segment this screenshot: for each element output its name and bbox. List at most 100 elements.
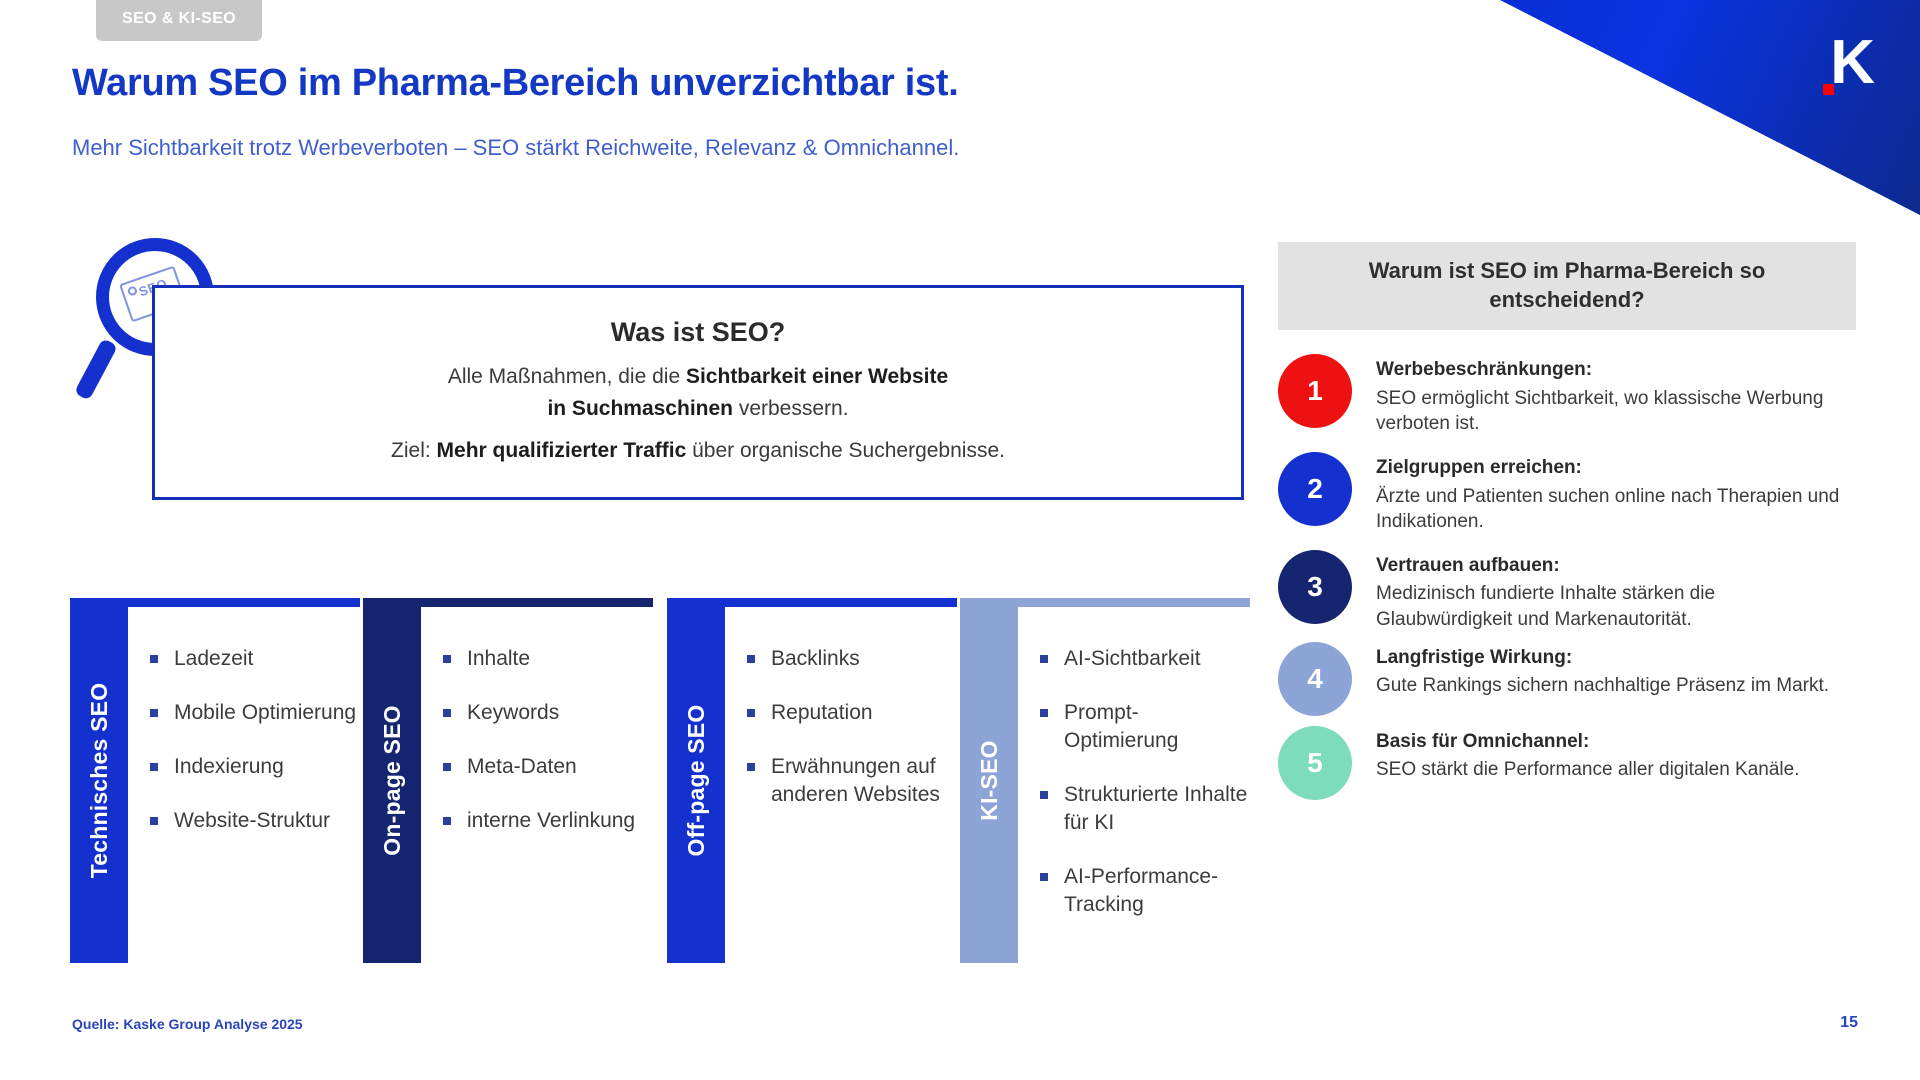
list-item: AI-Sichtbarkeit bbox=[1040, 645, 1250, 673]
list-item: Reputation bbox=[747, 699, 957, 727]
list-item-label: Ladezeit bbox=[174, 647, 254, 670]
list-item: Indexierung bbox=[150, 753, 360, 781]
definition-title: Was ist SEO? bbox=[610, 317, 786, 347]
reason-heading: Basis für Omnichannel: bbox=[1376, 730, 1590, 752]
bullet-square-icon bbox=[443, 708, 451, 717]
list-item: interne Verlinkung bbox=[443, 807, 653, 835]
pillar-column-off-page-seo[interactable]: Off-page SEO Backlinks Reputation Erwähn… bbox=[667, 598, 957, 963]
pillar-topbar bbox=[363, 598, 653, 607]
bullet-square-icon bbox=[150, 816, 158, 825]
reason-number-badge: 4 bbox=[1278, 641, 1352, 716]
reason-heading: Werbebeschränkungen: bbox=[1376, 359, 1593, 381]
pillar-label: Technisches SEO bbox=[85, 682, 112, 879]
bullet-square-icon bbox=[747, 655, 755, 663]
definition-line-3: Ziel: Mehr qualifizierter Traffic über o… bbox=[155, 436, 1241, 466]
list-item-label: AI-Sichtbarkeit bbox=[1064, 647, 1201, 670]
reason-text: Langfristige Wirkung: Gute Rankings sich… bbox=[1376, 642, 1829, 699]
list-item: Backlinks bbox=[747, 645, 957, 673]
list-item: Prompt-Optimierung bbox=[1040, 699, 1250, 755]
why-seo-panel: Warum ist SEO im Pharma-Bereich so entsc… bbox=[1278, 242, 1856, 814]
bullet-square-icon bbox=[150, 762, 158, 771]
reason-text: Vertrauen aufbauen: Medizinisch fundiert… bbox=[1376, 550, 1856, 632]
pillar-items: Ladezeit Mobile Optimierung Indexierung … bbox=[128, 607, 360, 861]
reason-heading: Langfristige Wirkung: bbox=[1376, 646, 1573, 668]
reason-item-2: 2 Zielgruppen erreichen: Ärzte und Patie… bbox=[1278, 451, 1856, 534]
reason-heading: Zielgruppen erreichen: bbox=[1376, 456, 1582, 478]
page-title-period: . bbox=[948, 62, 959, 104]
bullet-square-icon bbox=[1040, 872, 1048, 881]
pillar-spine: Technisches SEO bbox=[70, 598, 128, 963]
definition-line-3-bold: Mehr qualifizierter Traffic bbox=[436, 438, 687, 462]
reason-text: Zielgruppen erreichen: Ärzte und Patient… bbox=[1376, 452, 1856, 534]
reason-description: Gute Rankings sichern nachhaltige Präsen… bbox=[1376, 675, 1830, 697]
page-title-text: Warum SEO im Pharma-Bereich unverzichtba… bbox=[72, 62, 949, 104]
list-item: Mobile Optimierung bbox=[150, 699, 360, 727]
reason-item-4: 4 Langfristige Wirkung: Gute Rankings si… bbox=[1278, 641, 1856, 716]
reason-item-3: 3 Vertrauen aufbauen: Medizinisch fundie… bbox=[1278, 549, 1856, 632]
why-seo-reason-list: 1 Werbebeschränkungen: SEO ermöglicht Si… bbox=[1278, 354, 1856, 800]
reason-description: Medizinisch fundierte Inhalte stärken di… bbox=[1376, 583, 1716, 630]
pillar-spine: On-page SEO bbox=[363, 598, 421, 963]
definition-line-3-post: über organische Suchergebnisse. bbox=[686, 438, 1005, 462]
pillar-label: Off-page SEO bbox=[682, 704, 709, 857]
list-item: Keywords bbox=[443, 699, 653, 727]
pillar-column-ki-seo[interactable]: KI-SEO AI-Sichtbarkeit Prompt-Optimierun… bbox=[960, 598, 1250, 963]
page-subtitle: Mehr Sichtbarkeit trotz Werbeverboten – … bbox=[72, 135, 960, 160]
bullet-square-icon bbox=[1040, 655, 1048, 663]
list-item-label: Mobile Optimierung bbox=[174, 700, 357, 724]
pillar-spine: KI-SEO bbox=[960, 598, 1018, 963]
list-item-label: Strukturierte Inhalte für KI bbox=[1064, 782, 1248, 834]
list-item-label: Erwähnungen auf anderen Websites bbox=[771, 754, 940, 806]
reason-item-5: 5 Basis für Omnichannel: SEO stärkt die … bbox=[1278, 725, 1856, 800]
list-item: Strukturierte Inhalte für KI bbox=[1040, 781, 1250, 837]
definition-line-2-post: verbessern. bbox=[732, 396, 849, 420]
bullet-square-icon bbox=[150, 655, 158, 663]
bullet-square-icon bbox=[1040, 708, 1048, 717]
pillar-topbar bbox=[960, 598, 1250, 607]
pillar-column-technisches-seo[interactable]: Technisches SEO Ladezeit Mobile Optimier… bbox=[70, 598, 360, 963]
reason-number-badge: 2 bbox=[1278, 451, 1352, 526]
list-item-label: Reputation bbox=[771, 700, 873, 724]
reason-heading: Vertrauen aufbauen: bbox=[1376, 554, 1560, 576]
list-item-label: Prompt-Optimierung bbox=[1064, 700, 1179, 752]
pillar-label: KI-SEO bbox=[975, 740, 1002, 821]
definition-line-2-bold: in Suchmaschinen bbox=[547, 396, 733, 420]
brand-corner: K bbox=[1500, 0, 1920, 215]
list-item-label: Website-Struktur bbox=[174, 808, 330, 832]
list-item-label: Meta-Daten bbox=[467, 754, 577, 778]
why-seo-panel-header: Warum ist SEO im Pharma-Bereich so entsc… bbox=[1278, 242, 1856, 331]
bullet-square-icon bbox=[747, 708, 755, 717]
list-item-label: AI-Performance-Tracking bbox=[1064, 864, 1219, 916]
pillar-label: On-page SEO bbox=[378, 705, 405, 856]
reason-number-badge: 3 bbox=[1278, 549, 1352, 624]
reason-item-1: 1 Werbebeschränkungen: SEO ermöglicht Si… bbox=[1278, 354, 1856, 436]
pillar-topbar bbox=[70, 598, 360, 607]
pillar-spine: Off-page SEO bbox=[667, 598, 725, 963]
reason-number-badge: 1 bbox=[1278, 354, 1352, 429]
reason-description: Ärzte und Patienten suchen online nach T… bbox=[1376, 485, 1840, 532]
reason-text: Basis für Omnichannel: SEO stärkt die Pe… bbox=[1376, 726, 1800, 783]
pillar-items: AI-Sichtbarkeit Prompt-Optimierung Struk… bbox=[1018, 607, 1250, 944]
list-item-label: Keywords bbox=[467, 700, 560, 724]
logo-red-dot-icon bbox=[1823, 84, 1834, 95]
pillar-topbar bbox=[667, 598, 957, 607]
section-eyebrow-badge: SEO & KI-SEO bbox=[96, 0, 263, 41]
list-item: Website-Struktur bbox=[150, 807, 360, 835]
pillar-items: Inhalte Keywords Meta-Daten interne Verl… bbox=[421, 607, 653, 861]
list-item: Erwähnungen auf anderen Websites bbox=[747, 753, 957, 809]
seo-pillars: Technisches SEO Ladezeit Mobile Optimier… bbox=[70, 598, 1250, 963]
list-item: Meta-Daten bbox=[443, 753, 653, 781]
bullet-square-icon bbox=[443, 655, 451, 663]
reason-number-badge: 5 bbox=[1278, 725, 1352, 800]
page-title: Warum SEO im Pharma-Bereich unverzichtba… bbox=[72, 62, 959, 105]
list-item: AI-Performance-Tracking bbox=[1040, 863, 1250, 919]
bullet-square-icon bbox=[1040, 790, 1048, 799]
magnifier-handle bbox=[73, 338, 119, 401]
pillar-items: Backlinks Reputation Erwähnungen auf and… bbox=[725, 607, 957, 835]
bullet-square-icon bbox=[747, 762, 755, 771]
reason-description: SEO ermöglicht Sichtbarkeit, wo klassisc… bbox=[1376, 387, 1824, 434]
reason-text: Werbebeschränkungen: SEO ermöglicht Sich… bbox=[1376, 354, 1856, 436]
bullet-square-icon bbox=[443, 816, 451, 825]
definition-box: Was ist SEO? Alle Maßnahmen, die die Sic… bbox=[152, 285, 1244, 500]
pillar-column-on-page-seo[interactable]: On-page SEO Inhalte Keywords Meta-Daten … bbox=[363, 598, 653, 963]
